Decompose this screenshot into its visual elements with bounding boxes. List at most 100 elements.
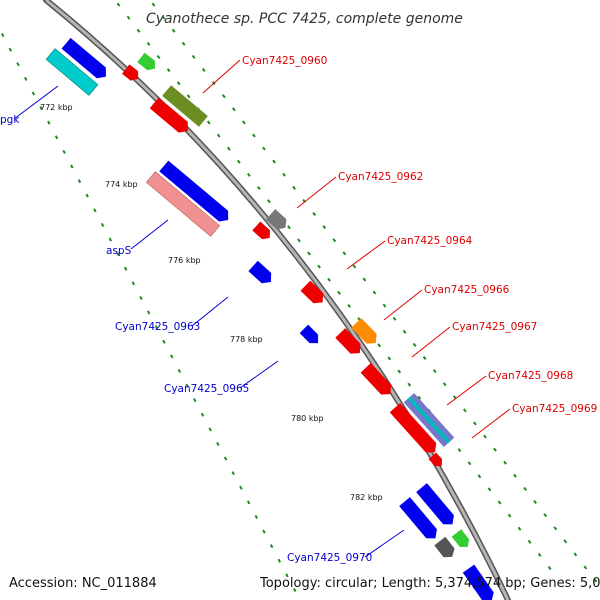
tick-dot xyxy=(62,149,66,154)
tick-dot xyxy=(31,91,36,96)
tick-dot xyxy=(523,486,528,491)
tick-dot xyxy=(392,316,397,321)
gene-label-cyan7425-0967[interactable]: Cyan7425_0967 xyxy=(452,321,537,333)
tick-dot xyxy=(216,441,220,446)
tick-dot xyxy=(282,172,286,177)
tick-dot xyxy=(154,325,159,330)
tick-dot xyxy=(1,33,5,38)
feature-orange[interactable] xyxy=(351,318,381,348)
tick-dot xyxy=(47,120,51,125)
feature-aspS-neighbor[interactable] xyxy=(159,160,232,226)
tick-dot xyxy=(85,193,89,198)
tick-dot xyxy=(503,460,507,465)
tick-dot xyxy=(237,159,241,164)
tick-dot xyxy=(126,15,131,20)
tick-dot xyxy=(147,310,151,315)
accession-text: Accession: NC_011884 xyxy=(9,576,157,591)
tick-dot xyxy=(583,565,588,570)
tick-dot xyxy=(473,421,477,426)
tick-dot xyxy=(317,264,321,269)
feature-red-small[interactable] xyxy=(428,452,446,469)
feature-cyan7425-0966[interactable] xyxy=(335,328,365,358)
tick-dot xyxy=(223,456,228,461)
feature-cyan7425-0969[interactable] xyxy=(403,393,455,447)
tick-dot xyxy=(181,41,186,46)
tick-dot xyxy=(239,485,243,490)
feature-green-2[interactable] xyxy=(451,529,473,551)
tick-dot xyxy=(272,159,276,164)
feature-pgk-neighbor[interactable] xyxy=(61,37,111,82)
tick-dot xyxy=(267,199,271,204)
tick-dot xyxy=(442,382,447,387)
tick-dot xyxy=(397,369,402,374)
feature-cyan7425-0962[interactable] xyxy=(252,221,273,243)
feature-aspS[interactable] xyxy=(145,171,221,237)
feature-cyan7425-0960[interactable] xyxy=(149,97,193,136)
feature-cyan7425-0968[interactable] xyxy=(389,403,441,457)
tick-dot xyxy=(176,81,181,86)
tick-dot xyxy=(24,76,28,81)
tick-dot xyxy=(139,295,143,300)
tick-dot xyxy=(70,164,74,169)
feature-cyan7425-0965[interactable] xyxy=(299,324,323,348)
gene-label-pgk[interactable]: pgk xyxy=(0,114,20,126)
tick-dot xyxy=(185,383,189,388)
tick-dot xyxy=(417,395,422,400)
tick-dot xyxy=(347,303,351,308)
tick-dot xyxy=(256,186,261,190)
tick-dot xyxy=(537,552,542,557)
tick-dot xyxy=(131,281,135,286)
tick-dot xyxy=(377,343,382,348)
gene-label-cyan7425-0969[interactable]: Cyan7425_0969 xyxy=(512,403,597,415)
gene-label-cyan7425-0965[interactable]: Cyan7425_0965 xyxy=(164,383,249,395)
tick-dot xyxy=(513,473,517,478)
tick-dot xyxy=(507,513,512,518)
tick-tracks xyxy=(1,2,598,592)
feature-grey-1[interactable] xyxy=(265,209,290,233)
tick-dot xyxy=(226,146,231,151)
gene-label-cyan7425-0964[interactable]: Cyan7425_0964 xyxy=(387,235,473,247)
gene-label-cyan7425-0968[interactable]: Cyan7425_0968 xyxy=(488,370,573,382)
feature-olive[interactable] xyxy=(162,85,208,127)
tick-dot xyxy=(262,146,266,151)
feature-blue-bottom[interactable] xyxy=(462,564,497,600)
feature-cyan7425-0970[interactable] xyxy=(399,497,441,543)
feature-grey-2[interactable] xyxy=(434,536,457,561)
gene-label-cyan7425-0960[interactable]: Cyan7425_0960 xyxy=(242,55,327,67)
tick-dot xyxy=(193,398,197,403)
tick-dot xyxy=(93,208,97,213)
tick-dot xyxy=(533,499,538,505)
feature-green-1[interactable] xyxy=(137,52,159,74)
tick-dot xyxy=(337,290,341,295)
feature-cyan7425-0963[interactable] xyxy=(248,260,275,287)
tick-dot xyxy=(332,238,337,243)
tick-dot xyxy=(307,251,311,256)
tick-dot xyxy=(312,211,317,217)
gene-label-cyan7425-0962[interactable]: Cyan7425_0962 xyxy=(338,171,423,183)
tick-dot xyxy=(477,474,482,479)
gene-label-cyan7425-0966[interactable]: Cyan7425_0966 xyxy=(424,284,510,296)
tick-dot xyxy=(100,222,105,227)
tick-dot xyxy=(162,339,166,344)
gene-label-cyan7425-0970[interactable]: Cyan7425_0970 xyxy=(287,552,372,564)
tick-dot xyxy=(553,526,558,531)
tick-dot xyxy=(412,342,417,347)
scale-label: 776 kbp xyxy=(168,256,201,265)
tick-dot xyxy=(200,412,205,417)
tick-dot xyxy=(297,238,301,243)
scale-label: 778 kbp xyxy=(230,335,263,344)
feature-pgk[interactable] xyxy=(45,48,99,96)
tick-dot xyxy=(402,329,407,334)
tick-dot xyxy=(231,471,235,476)
tick-dot xyxy=(191,54,196,59)
feature-red-1[interactable] xyxy=(122,64,142,83)
gene-label-aspS[interactable]: aspS xyxy=(106,245,132,257)
feature-cyan7425-0967[interactable] xyxy=(360,363,396,399)
tick-dot xyxy=(387,356,392,361)
feature-cyan7425-0964[interactable] xyxy=(300,280,328,308)
tick-dot xyxy=(146,41,151,46)
gene-label-cyan7425-0963[interactable]: Cyan7425_0963 xyxy=(115,321,200,333)
tick-dot xyxy=(166,68,171,73)
feature-cyan7425-0970-b[interactable] xyxy=(416,483,458,529)
tick-dot xyxy=(292,185,296,190)
